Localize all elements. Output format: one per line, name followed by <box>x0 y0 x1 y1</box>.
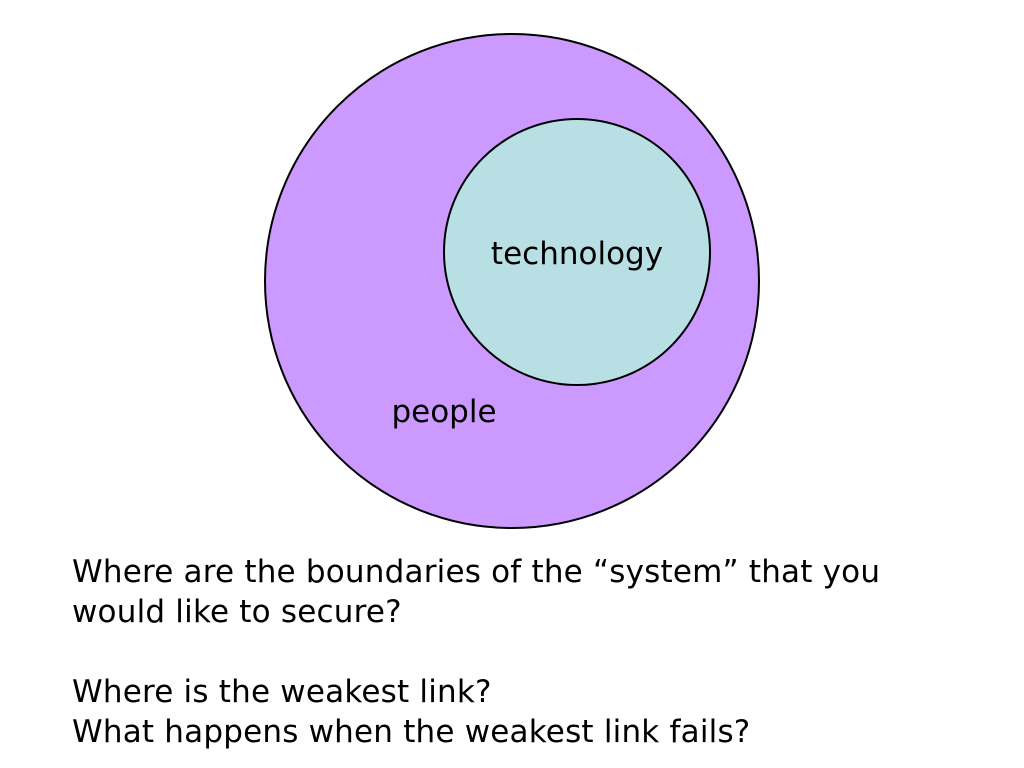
people-label: people <box>391 394 496 430</box>
technology-label: technology <box>491 236 663 272</box>
question-boundaries-line1: Where are the boundaries of the “system”… <box>72 554 881 590</box>
question-boundaries-line2: would like to secure? <box>72 594 402 630</box>
question-weakest-link: Where is the weakest link? <box>72 674 492 710</box>
paragraph-gap <box>72 632 972 672</box>
people-technology-diagram: technology people <box>264 33 760 529</box>
technology-circle <box>443 118 711 386</box>
question-weakest-link-fails: What happens when the weakest link fails… <box>72 714 751 750</box>
questions-block: Where are the boundaries of the “system”… <box>72 552 972 752</box>
